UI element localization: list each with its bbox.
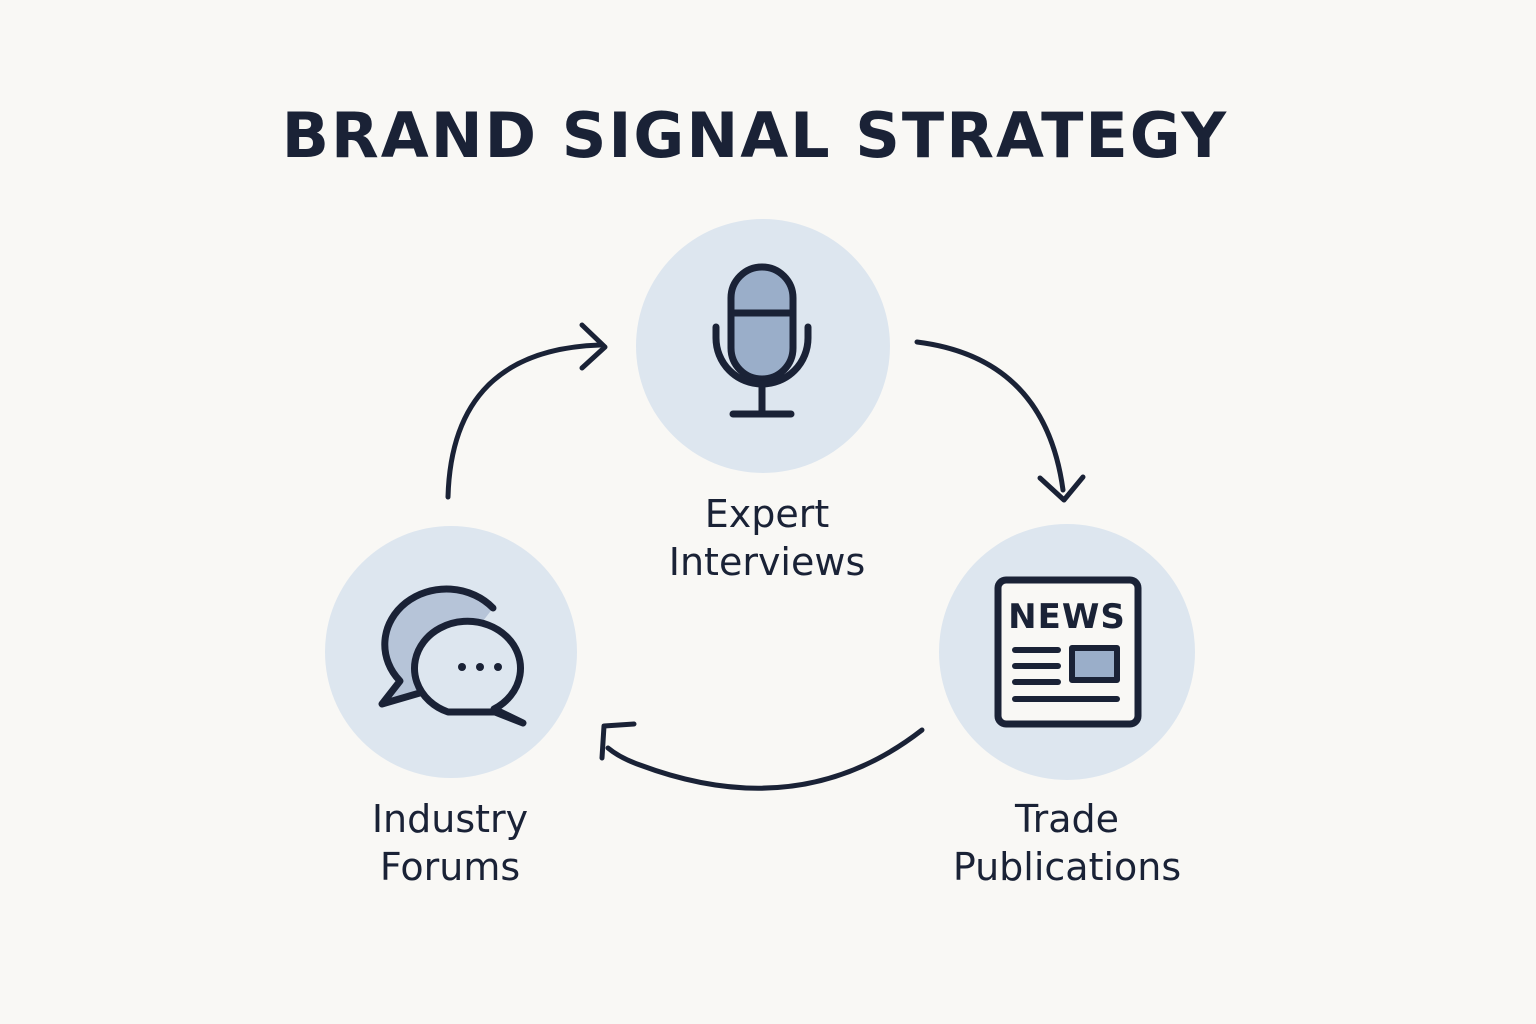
- news-masthead-text: NEWS: [1008, 597, 1126, 637]
- arrow-forums-to-expert: [445, 322, 608, 500]
- expert-interviews-label-line1: Expert: [704, 492, 830, 536]
- trade-publications-label-line1: Trade: [1014, 797, 1120, 841]
- arrow-expert-to-trade: [914, 339, 1086, 503]
- newspaper-icon: NEWS: [994, 576, 1142, 728]
- diagram-title: BRAND SIGNAL STRATEGY: [281, 99, 1229, 172]
- industry-forums-label-line1: Industry: [371, 797, 529, 841]
- trade-publications-label-line2: Publications: [952, 845, 1182, 889]
- industry-forums-label-line2: Forums: [379, 845, 521, 889]
- microphone-icon: [712, 263, 812, 418]
- arrow-trade-to-forums: [599, 721, 925, 791]
- chat-bubbles-icon: [378, 585, 527, 727]
- expert-interviews-label-line2: Interviews: [668, 540, 866, 584]
- industry-forums-label: Industry Forums: [300, 795, 600, 891]
- expert-interviews-label: Expert Interviews: [612, 490, 922, 586]
- trade-publications-label: Trade Publications: [912, 795, 1222, 891]
